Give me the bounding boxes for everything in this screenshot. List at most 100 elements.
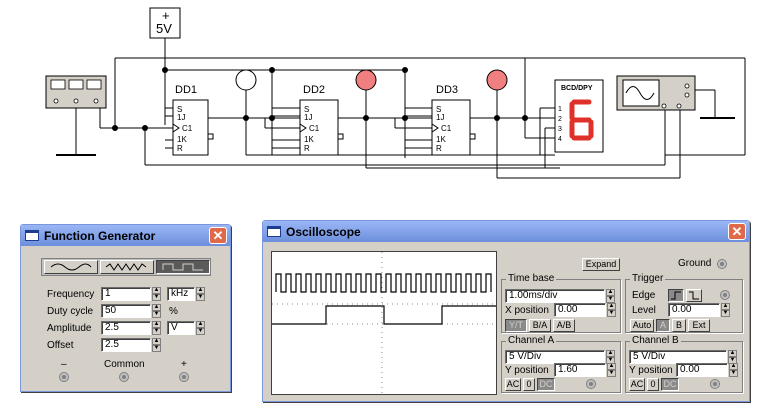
window-icon	[25, 230, 39, 241]
ground-label: Ground	[678, 258, 712, 269]
offset-input[interactable]: 2.5	[101, 338, 151, 352]
channel-a-scale[interactable]: 5 V/Div	[505, 350, 605, 364]
svg-text:S: S	[304, 105, 309, 114]
ff-name-dd1: DD1	[175, 84, 197, 96]
channel-a-terminal[interactable]	[586, 379, 596, 389]
display-label: BCD/DPY	[561, 85, 593, 92]
trigger-a-button[interactable]: A	[656, 319, 670, 332]
duty-unit-label: %	[169, 306, 178, 317]
fg-title: Function Generator	[44, 228, 156, 243]
power-source-5v	[149, 7, 181, 39]
channel-a-scale-spinner[interactable]: ▲▼	[606, 350, 615, 364]
mode-ab-button[interactable]: A/B	[553, 319, 575, 332]
amplitude-unit-spinner[interactable]: ▲▼	[196, 321, 205, 335]
falling-edge-icon	[689, 291, 699, 300]
channel-b-ypos-input[interactable]: 0.00	[676, 363, 728, 377]
circuit-schematic: + 5V DD1 DD2 DD3 S 1J C1 1K R S 1J C1 1K…	[45, 7, 746, 179]
svg-text:1J: 1J	[304, 113, 312, 122]
expand-button[interactable]: Expand	[582, 258, 620, 271]
svg-text:C1: C1	[309, 124, 320, 133]
triangle-wave-button[interactable]	[100, 260, 154, 274]
power-value: 5V	[156, 21, 172, 36]
channel-b-dc-button[interactable]: DC	[661, 378, 679, 391]
frequency-input[interactable]: 1	[101, 287, 151, 301]
x-position-spinner[interactable]: ▲▼	[607, 303, 616, 317]
channel-a-ac-button[interactable]: AC	[505, 378, 521, 391]
display-pin-labels: 1 2 3 4	[558, 106, 562, 143]
channel-a-ypos-label: Y position	[505, 365, 549, 376]
minus-terminal-label: –	[61, 359, 67, 370]
channel-a-ypos-spinner[interactable]: ▲▼	[607, 363, 616, 377]
duty-cycle-spinner[interactable]: ▲▼	[152, 304, 161, 318]
channel-b-zero-button[interactable]: 0	[647, 378, 659, 391]
channel-a-ypos-input[interactable]: 1.60	[554, 363, 606, 377]
amplitude-spinner[interactable]: ▲▼	[152, 321, 161, 335]
sine-wave-button[interactable]	[44, 260, 98, 274]
close-button[interactable]: ✕	[209, 227, 227, 244]
rising-edge-button[interactable]	[668, 289, 684, 302]
x-position-input[interactable]: 0.00	[554, 303, 606, 317]
mode-yt-button[interactable]: Y/T	[505, 319, 527, 332]
frequency-unit-field[interactable]: kHz	[167, 287, 195, 301]
power-plus: +	[162, 8, 170, 23]
channel-a-zero-button[interactable]: 0	[523, 378, 535, 391]
timebase-spinner[interactable]: ▲▼	[606, 289, 615, 303]
mode-ba-button[interactable]: B/A	[529, 319, 551, 332]
svg-text:R: R	[177, 144, 183, 153]
close-button[interactable]: ✕	[728, 223, 746, 240]
trigger-ext-terminal[interactable]	[720, 290, 730, 300]
channel-a-trace	[275, 273, 492, 293]
channel-a-dc-button[interactable]: DC	[537, 378, 555, 391]
channel-b-ypos-spinner[interactable]: ▲▼	[729, 363, 738, 377]
plus-terminal[interactable]	[179, 372, 189, 382]
lamp-3	[486, 69, 508, 91]
svg-text:3: 3	[558, 126, 562, 133]
timebase-title: Time base	[506, 273, 557, 284]
timebase-value[interactable]: 1.00ms/div	[505, 289, 605, 303]
minus-terminal[interactable]	[59, 372, 69, 382]
svg-text:4: 4	[558, 136, 562, 143]
level-spinner[interactable]: ▲▼	[721, 303, 730, 317]
trigger-group: Trigger Edge Level 0.00 ▲▼ Auto A B Ext	[625, 273, 743, 333]
trigger-b-button[interactable]: B	[672, 319, 686, 332]
offset-spinner[interactable]: ▲▼	[152, 338, 161, 352]
level-input[interactable]: 0.00	[668, 303, 720, 317]
channel-b-ac-button[interactable]: AC	[629, 378, 645, 391]
svg-text:1J: 1J	[436, 113, 444, 122]
duty-cycle-input[interactable]: 50	[101, 304, 151, 318]
channel-b-scale[interactable]: 5 V/Div	[629, 350, 727, 364]
svg-text:2: 2	[558, 116, 562, 123]
common-terminal-label: Common	[104, 359, 145, 370]
amplitude-input[interactable]: 2.5	[101, 321, 151, 335]
frequency-spinner[interactable]: ▲▼	[152, 287, 161, 301]
osc-titlebar[interactable]: Oscilloscope ✕	[263, 221, 749, 242]
square-wave-button[interactable]	[156, 260, 210, 274]
svg-text:1: 1	[558, 106, 562, 113]
common-terminal[interactable]	[119, 372, 129, 382]
channel-b-group: Channel B 5 V/Div ▲▼ Y position 0.00 ▲▼ …	[625, 335, 743, 393]
ground-terminal[interactable]	[717, 259, 727, 269]
svg-text:R: R	[436, 144, 442, 153]
falling-edge-button[interactable]	[686, 289, 702, 302]
scope-traces	[272, 252, 496, 394]
x-position-label: X position	[505, 305, 549, 316]
osc-title: Oscilloscope	[286, 224, 361, 239]
channel-a-group: Channel A 5 V/Div ▲▼ Y position 1.60 ▲▼ …	[501, 335, 621, 393]
channel-b-title: Channel B	[630, 335, 681, 346]
frequency-label: Frequency	[47, 289, 95, 300]
trigger-auto-button[interactable]: Auto	[630, 319, 654, 332]
trigger-ext-button[interactable]: Ext	[688, 319, 710, 332]
fg-titlebar[interactable]: Function Generator ✕	[21, 225, 230, 246]
frequency-unit-spinner[interactable]: ▲▼	[196, 287, 205, 301]
svg-text:1K: 1K	[436, 135, 446, 144]
waveform-selector	[41, 258, 211, 276]
level-label: Level	[632, 305, 656, 316]
svg-text:1K: 1K	[304, 135, 314, 144]
triangle-icon	[105, 263, 147, 271]
amplitude-unit-field[interactable]: V	[167, 321, 195, 335]
channel-b-terminal[interactable]	[710, 379, 720, 389]
duty-cycle-label: Duty cycle	[47, 306, 94, 317]
channel-b-scale-spinner[interactable]: ▲▼	[728, 350, 737, 364]
function-generator-window: Function Generator ✕ Frequency 1 ▲▼ kHz …	[20, 224, 231, 392]
